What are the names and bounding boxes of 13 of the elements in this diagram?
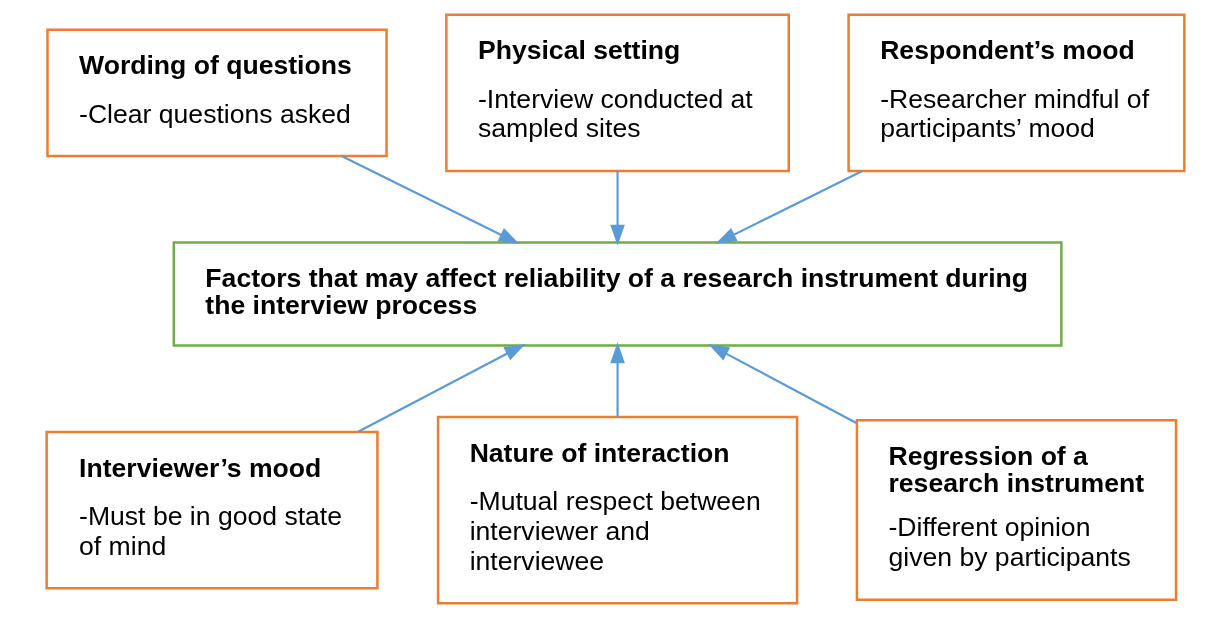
arrow [610, 171, 625, 246]
arrow [708, 344, 857, 425]
arrow [715, 170, 863, 244]
node-box: Factors that may affect reliability of a research instrument during the interview process [172, 241, 1063, 347]
node-box: Regression of a research instrument -Different opinion given by participants [855, 419, 1178, 602]
arrow [610, 342, 625, 417]
node-box: Physical setting -Interview conducted at sampled sites [445, 13, 790, 173]
node-box: Nature of interaction -Mutual respect between interviewer and interviewee [436, 415, 799, 605]
arrow [357, 344, 526, 433]
arrow [341, 155, 520, 244]
node-box: Wording of questions -Clear questions asked [46, 28, 388, 158]
node-box: Interviewer’s mood -Must be in good state of mind [45, 430, 379, 590]
node-box: Respondent’s mood -Researcher mindful of participants’ mood [847, 13, 1186, 173]
